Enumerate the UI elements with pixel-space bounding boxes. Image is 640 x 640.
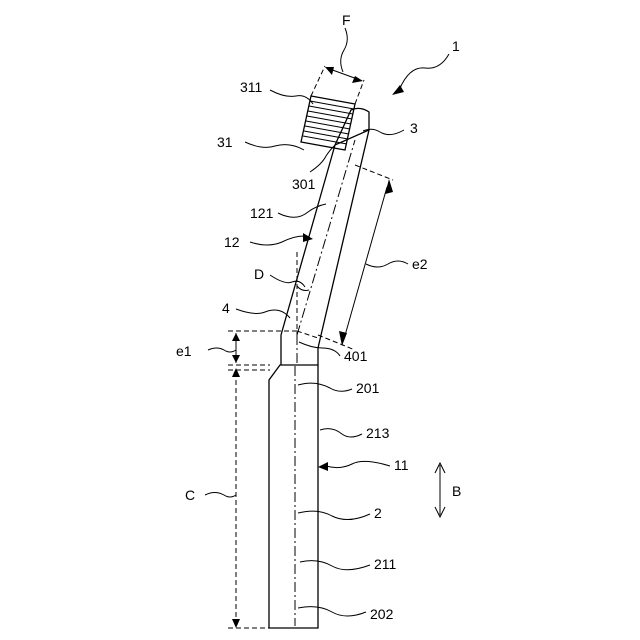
label-1: 1: [452, 38, 460, 54]
label-3: 3: [410, 120, 418, 136]
direction-arrow-b: B: [435, 463, 461, 517]
label-211: 211: [374, 556, 397, 572]
label-213: 213: [366, 425, 390, 441]
label-401: 401: [344, 348, 368, 364]
label-12: 12: [224, 234, 240, 250]
label-311: 311: [240, 79, 263, 95]
label-e1: e1: [176, 343, 192, 359]
bristle-block: [301, 96, 355, 150]
handle-grip: [269, 365, 318, 628]
label-f: F: [342, 12, 351, 28]
dimension-c: C: [185, 368, 270, 628]
label-d: D: [254, 266, 264, 282]
label-c: C: [185, 487, 195, 503]
neck-shaft: [281, 130, 369, 348]
label-201: 201: [356, 380, 380, 396]
label-2: 2: [374, 505, 382, 521]
bend-block: [281, 335, 318, 365]
label-121: 121: [250, 205, 274, 221]
dimension-f: F: [311, 12, 364, 104]
label-11: 11: [394, 457, 409, 473]
label-4: 4: [222, 300, 230, 316]
dimension-e2: e2: [318, 165, 428, 350]
label-31: 31: [217, 134, 233, 150]
ref-1: 1: [392, 38, 460, 95]
label-b: B: [452, 483, 461, 499]
label-e2: e2: [412, 256, 428, 272]
label-301: 301: [292, 176, 316, 192]
angle-arc: [297, 286, 309, 291]
label-202: 202: [370, 606, 394, 622]
